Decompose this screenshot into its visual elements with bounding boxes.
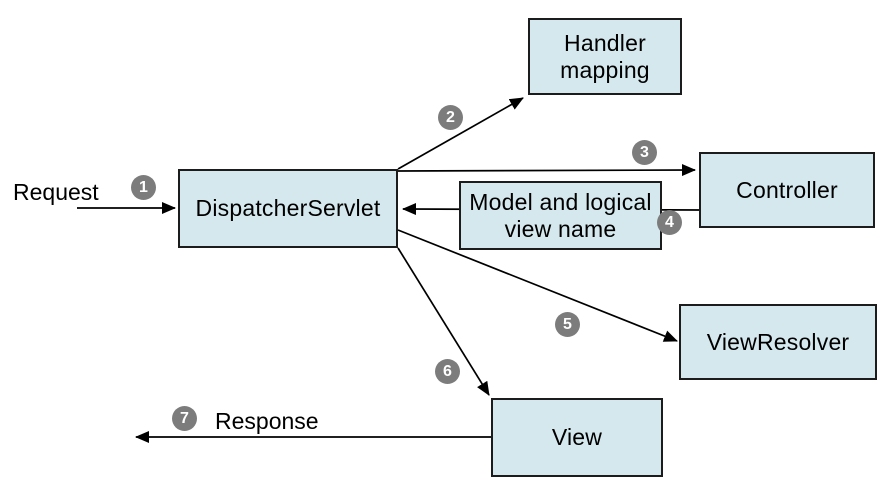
arrow-to-controller: [397, 164, 696, 177]
handler-mapping-label-line2: mapping: [560, 56, 650, 83]
view-resolver-box: ViewResolver: [679, 304, 877, 380]
step-4-badge: 4: [657, 210, 682, 235]
model-logical-view-name-box: Model and logical view name: [459, 181, 662, 250]
model-label-line1: Model and logical: [469, 188, 652, 215]
step-6-badge: 6: [435, 359, 460, 384]
request-label: Request: [13, 179, 99, 205]
step-5-badge: 5: [555, 312, 580, 337]
handler-mapping-label-line1: Handler: [564, 29, 646, 56]
view-label: View: [551, 424, 603, 450]
view-resolver-label: ViewResolver: [706, 328, 850, 355]
response-label: Response: [215, 408, 319, 434]
dispatcher-servlet-label: DispatcherServlet: [195, 195, 381, 221]
arrow-to-viewresolver: [397, 229, 678, 342]
handler-mapping-box: Handler mapping: [528, 18, 682, 95]
arrow-to-view: [397, 247, 490, 396]
dispatcher-servlet-box: DispatcherServlet: [178, 169, 398, 248]
step-3-badge: 3: [632, 140, 657, 165]
step-2-badge: 2: [438, 105, 463, 130]
step-1-badge: 1: [131, 175, 156, 200]
controller-label: Controller: [736, 176, 838, 203]
view-box: View: [491, 398, 663, 477]
step-7-badge: 7: [172, 406, 197, 431]
arrow-to-handler-mapping: [397, 97, 524, 170]
model-label-line2: view name: [504, 215, 617, 242]
controller-box: Controller: [699, 152, 875, 228]
